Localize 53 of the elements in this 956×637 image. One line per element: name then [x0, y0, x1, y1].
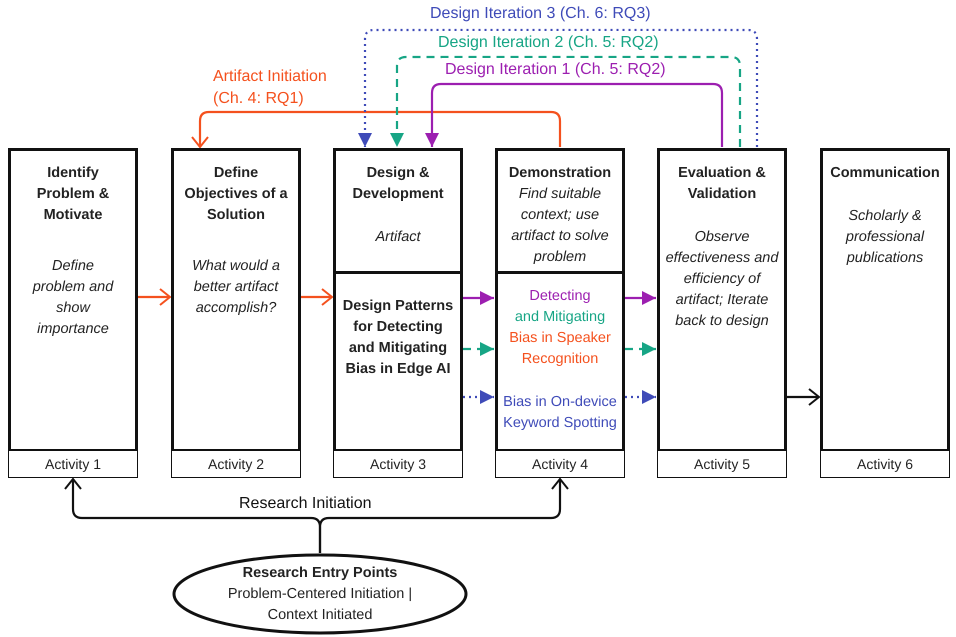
process-box [333, 271, 463, 452]
activity-label: Activity 6 [856, 456, 913, 472]
step-text: Problem-Centered Initiation | Context Initiated [226, 584, 414, 624]
arrow [191, 110, 562, 148]
step-heading: Identify Problem & Motivate [36, 164, 110, 225]
process-box [820, 148, 950, 452]
step-description: Define problem and show importance [32, 257, 115, 339]
step-text: and Mitigating [514, 308, 606, 327]
step-heading: Research Entry Points [242, 564, 398, 582]
arrow [787, 388, 820, 406]
arrow [463, 291, 494, 305]
arrow [301, 288, 333, 306]
step-heading: Design & Development [351, 164, 445, 204]
step-description: Scholarly & professional publications [844, 207, 926, 268]
process-box [333, 148, 463, 274]
step-description: Observe effectiveness and efficiency of artifact; Iterate back to design [664, 228, 780, 331]
step-description: Artifact [375, 228, 421, 247]
arrow [625, 291, 656, 305]
arrow [358, 28, 758, 147]
process-box [657, 148, 787, 452]
arrow [463, 342, 494, 356]
step-heading: Evaluation & Validation [677, 164, 767, 204]
step-text: Bias in Speaker Recognition [508, 329, 612, 369]
activity-label: Activity 4 [532, 456, 588, 472]
activity-label-box [657, 450, 787, 478]
activity-label-box [333, 450, 463, 478]
arrow [625, 390, 656, 404]
activity-label-box [171, 450, 301, 478]
arrow [318, 478, 569, 553]
activity-label: Activity 3 [370, 456, 426, 472]
activity-label-box [8, 450, 138, 478]
arrow [625, 342, 656, 356]
step-heading: Define Objectives of a Solution [183, 164, 289, 225]
step-description: Find suitable context; use artifact to solve problem [510, 185, 610, 267]
arrow [390, 56, 742, 147]
activity-label: Activity 1 [44, 456, 101, 472]
process-box [495, 148, 625, 274]
process-box [495, 271, 625, 452]
step-description: What would a better artifact accomplish? [191, 257, 281, 318]
step-heading: Communication [830, 164, 940, 183]
arrow [425, 82, 724, 147]
step-text: Detecting [529, 287, 591, 306]
activity-label-box [820, 450, 950, 478]
activity-label: Activity 2 [208, 456, 264, 472]
process-box [171, 148, 301, 452]
process-box [8, 148, 138, 452]
arrow [463, 390, 494, 404]
activity-label: Activity 5 [694, 456, 750, 472]
step-heading: Demonstration [508, 164, 612, 183]
step-heading: Design Patterns for Detecting and Mitigating Bias in Edge AI [342, 297, 454, 379]
step-text: Bias in On-device Keyword Spotting [502, 393, 618, 433]
arrow [138, 288, 171, 306]
activity-label-box [495, 450, 625, 478]
